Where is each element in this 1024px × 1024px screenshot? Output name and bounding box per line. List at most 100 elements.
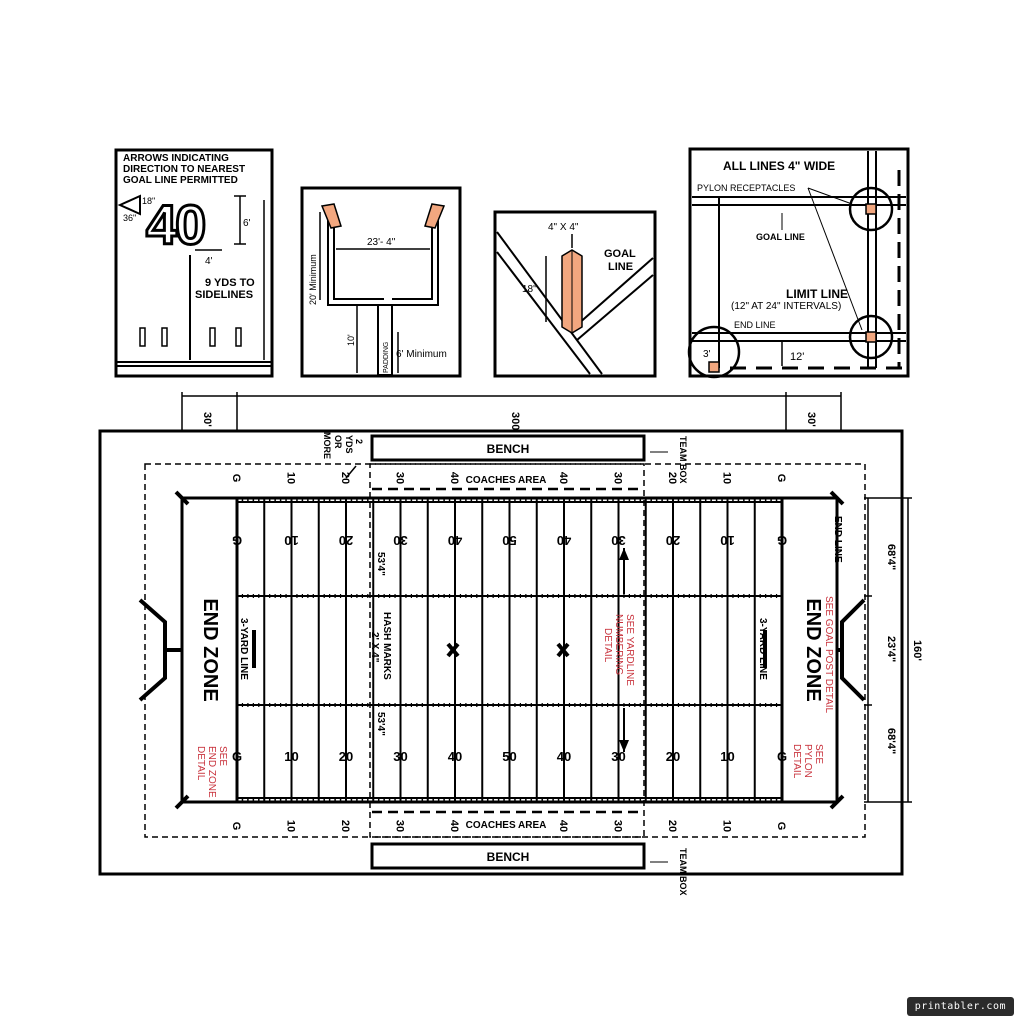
yard-number-sample: 40	[146, 193, 204, 256]
panel-goal-post-detail: 23'- 4" 20' Minimum 10' PADDING 6' Minim…	[300, 186, 462, 378]
sideline-label-top: 40	[448, 472, 460, 484]
yard-lines	[263, 498, 756, 802]
sideline-label-bottom: 20	[666, 820, 678, 832]
field-length-dimensions	[181, 392, 842, 430]
panel-pylon-detail: 4" X 4" 18" GOAL LINE	[493, 210, 657, 378]
two-yds-4: MORE	[322, 432, 332, 459]
yard-number-lower: 10	[720, 749, 734, 764]
yard-number-lower: 20	[339, 749, 353, 764]
sideline-label-bottom: 30	[612, 820, 624, 832]
see-end-zone-3: DETAIL	[195, 746, 206, 781]
yard-number-lower: 50	[502, 749, 516, 764]
limit-line-note: (12" AT 24" INTERVALS)	[731, 301, 841, 312]
limit-line-label: LIMIT LINE	[786, 287, 848, 301]
distance-12-label: 12'	[790, 351, 804, 363]
yard-number-lower: G	[777, 749, 787, 764]
two-yds-3: OR	[333, 435, 343, 449]
all-lines-width-label: ALL LINES 4" WIDE	[723, 159, 835, 173]
yard-number-lower: 40	[448, 749, 462, 764]
bench-bottom	[370, 842, 646, 870]
padding-label: PADDING	[383, 342, 390, 373]
sidelines-label-1: 9 YDS TO	[205, 277, 255, 289]
see-end-zone-2: END ZONE	[206, 746, 217, 798]
yard-number-upper: 40	[557, 533, 571, 548]
yard-number-upper: 40	[448, 533, 462, 548]
direction-arrow-icon	[117, 194, 141, 216]
sideline-label-top: G	[775, 474, 787, 483]
end-zone-left-label: END ZONE	[199, 598, 221, 701]
numbers-title-line-1: ARROWS INDICATING	[123, 153, 229, 164]
sideline-label-top: 20	[339, 472, 351, 484]
dim-160: 160'	[911, 640, 923, 661]
upright-height-label: 20' Minimum	[308, 254, 318, 305]
sideline-label-top: G	[230, 474, 242, 483]
yard-number-upper: G	[232, 533, 242, 548]
end-zone-left	[180, 496, 239, 804]
end-line-label: END LINE	[832, 516, 843, 563]
numbers-title-line-3: GOAL LINE PERMITTED	[123, 175, 238, 186]
number-height-label: 6'	[243, 218, 251, 229]
sideline-label-bottom: 20	[339, 820, 351, 832]
yard-number-upper: G	[777, 533, 787, 548]
see-pylon-2: PYLON	[802, 744, 813, 778]
three-yard-left: 3-YARD LINE	[238, 618, 249, 680]
post-height-label: 10'	[346, 334, 356, 346]
hash-marks-label-2: 2' X 4"	[369, 632, 380, 663]
dim-53-bottom: 53'4"	[375, 712, 386, 736]
pylon-receptacles-label: PYLON RECEPTACLES	[697, 183, 795, 193]
hash-marks-label-1: HASH MARKS	[381, 612, 392, 680]
yard-number-lower: 10	[284, 749, 298, 764]
sideline-label-top: 30	[612, 472, 624, 484]
bench-top-label: BENCH	[487, 442, 530, 456]
pylon-goal-label-1: GOAL	[604, 248, 636, 260]
field-main: BENCH BENCH TEAM BOX TEAM BOX 2 YDS OR M…	[98, 429, 923, 896]
yard-number-lower: 30	[393, 749, 407, 764]
sideline-label-bottom: G	[775, 822, 787, 831]
yard-number-upper: 50	[502, 533, 516, 548]
team-box-top: TEAM BOX	[678, 436, 688, 484]
yard-number-lower: 20	[666, 749, 680, 764]
dim-68-bottom: 68'4"	[885, 728, 897, 754]
sideline-label-bottom: 10	[285, 820, 297, 832]
dim-300: 300'	[509, 412, 521, 433]
dim-53-top: 53'4"	[375, 552, 386, 576]
two-yds-1: 2	[354, 439, 364, 444]
coaches-area-bottom: COACHES AREA	[466, 820, 547, 831]
distance-3-label: 3'	[703, 349, 711, 360]
see-pylon-3: DETAIL	[791, 744, 802, 779]
yard-number-upper: 20	[339, 533, 353, 548]
sideline-label-bottom: 10	[721, 820, 733, 832]
dim-30-right: 30'	[805, 412, 817, 427]
sideline-label-bottom: 30	[394, 820, 406, 832]
sideline-label-bottom: 40	[557, 820, 569, 832]
number-width-label: 4'	[205, 256, 213, 267]
sideline-label-top: 30	[394, 472, 406, 484]
sideline-label-top: 40	[557, 472, 569, 484]
yard-number-upper: 30	[393, 533, 407, 548]
coaches-area-top: COACHES AREA	[466, 475, 547, 486]
padding-height-label: 6' Minimum	[396, 349, 447, 360]
yard-number-lower: 30	[611, 749, 625, 764]
sideline-label-top: 10	[721, 472, 733, 484]
yard-number-lower: G	[232, 749, 242, 764]
numbers-title-line-2: DIRECTION TO NEAREST	[123, 164, 245, 175]
see-yardline-3: DETAIL	[602, 628, 613, 663]
angle-18-label: 18"	[142, 196, 155, 206]
end-line-label: END LINE	[734, 320, 776, 330]
watermark: printabler.com	[906, 997, 1014, 1016]
sideline-label-bottom: 40	[448, 820, 460, 832]
sidelines-label-2: SIDELINES	[195, 289, 253, 301]
goal-line-label: GOAL LINE	[756, 232, 805, 242]
panel-line-detail: ALL LINES 4" WIDE PYLON RECEPTACLES GOAL…	[687, 147, 910, 379]
pylon-goal-label-2: LINE	[608, 261, 633, 273]
pylon-size-label: 4" X 4"	[548, 222, 579, 233]
sideline-label-top: 10	[285, 472, 297, 484]
end-zone-right-label: END ZONE	[802, 598, 824, 701]
see-yardline-2: NUMBERING	[613, 614, 624, 675]
team-box-bottom: TEAM BOX	[678, 848, 688, 896]
yard-number-upper: 10	[284, 533, 298, 548]
yard-number-upper: 20	[666, 533, 680, 548]
dim-23: 23'4"	[885, 636, 897, 662]
see-pylon-1: SEE	[813, 744, 824, 764]
